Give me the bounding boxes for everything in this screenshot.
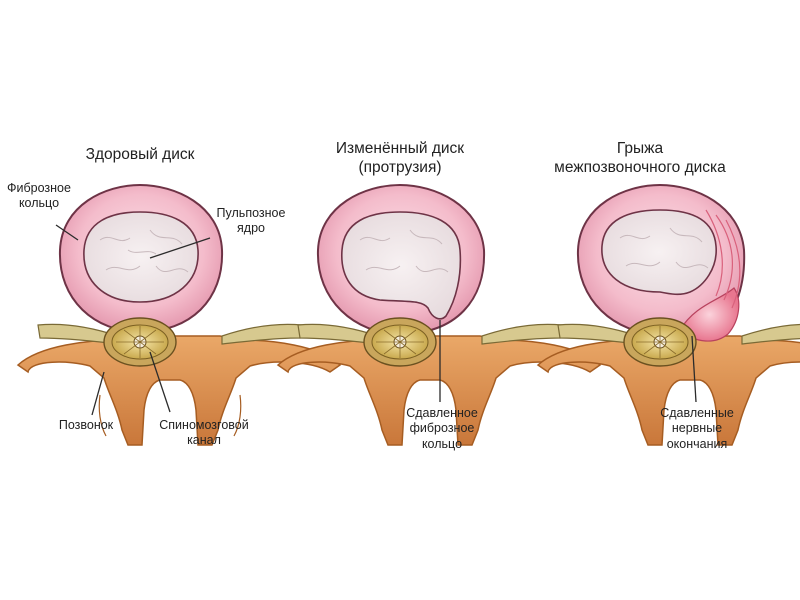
- nucleus-pulposus: [341, 211, 462, 320]
- label-annulus-fibrosus: Фиброзное кольцо: [7, 181, 71, 211]
- leader-vertebra: [91, 371, 105, 416]
- leader-canal: [149, 351, 171, 413]
- herniated-material: [679, 209, 741, 342]
- title-herniation: Грыжа межпозвоночного диска: [554, 140, 726, 176]
- label-nucleus-pulposus: Пульпозное ядро: [216, 206, 286, 236]
- label-compressed-nerves: Сдавленные нервные окончания: [660, 406, 734, 451]
- leader-lines: [55, 224, 697, 416]
- label-spinal-canal: Спиномозговой канал: [159, 418, 249, 448]
- panel-healthy: [16, 183, 342, 446]
- leader-nucleus: [149, 237, 211, 259]
- label-compressed-annulus: Сдавленное фиброзное кольцо: [406, 406, 478, 451]
- title-healthy-disc: Здоровый диск: [85, 146, 195, 163]
- spinal-nerve-roots: [557, 323, 800, 345]
- panel-protrusion: [276, 183, 602, 446]
- leader-nerves: [691, 335, 697, 403]
- label-vertebra: Позвонок: [58, 418, 114, 432]
- spinal-canal: [103, 317, 177, 367]
- panel-herniation: [536, 183, 800, 446]
- nucleus-pulposus: [601, 209, 717, 296]
- nucleus-pulposus: [83, 211, 199, 303]
- spinal-canal: [363, 317, 437, 367]
- spinal-nerve-roots: [297, 323, 563, 345]
- spinal-canal: [623, 317, 697, 367]
- leader-annulus: [55, 224, 79, 241]
- title-protrusion: Изменённый диск (протрузия): [335, 140, 465, 176]
